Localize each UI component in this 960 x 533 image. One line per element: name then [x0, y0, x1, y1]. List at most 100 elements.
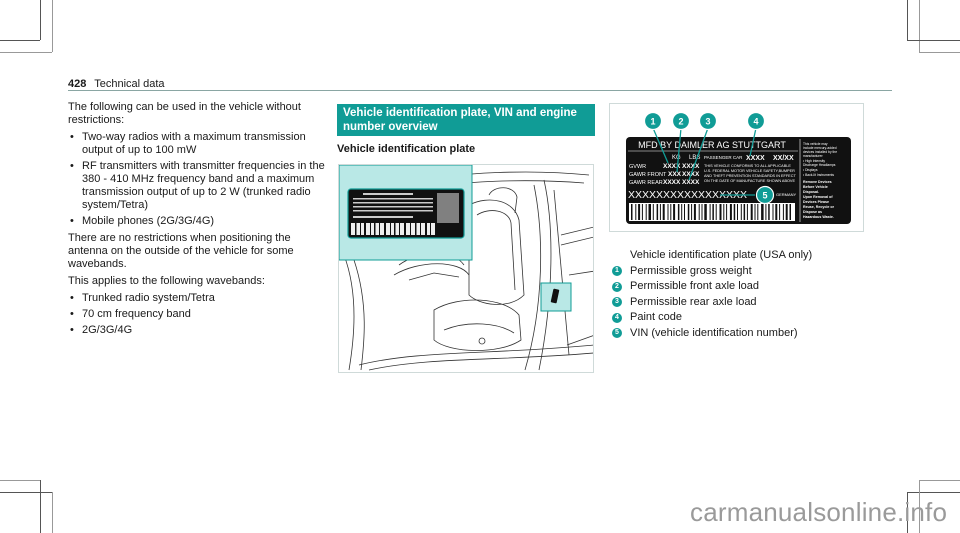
callout-3-icon — [698, 111, 718, 131]
plate-side-note: • High Intensity — [803, 159, 825, 163]
barcode-bar — [712, 204, 714, 220]
section-heading: Vehicle identification plate, VIN and en… — [337, 104, 595, 136]
barcode-bar — [733, 204, 736, 220]
wavebands-intro: This applies to the following wavebands: — [68, 275, 265, 287]
crop-mark — [0, 492, 52, 493]
crop-mark — [907, 40, 960, 41]
barcode-bar — [746, 204, 748, 220]
plate-side-warning: Remove Devices — [803, 180, 832, 184]
barcode-bar — [631, 204, 633, 220]
list-item: Two-way radios with a maximum transmissi… — [68, 131, 328, 157]
legend-item: 5 VIN (vehicle identification number) — [612, 326, 872, 342]
barcode-bar — [709, 204, 711, 220]
plate-side-warning: Reuse, Recycle or — [803, 205, 835, 209]
barcode-bar — [772, 204, 774, 220]
callout-number: 2 — [678, 117, 683, 127]
callout-4-icon — [746, 111, 766, 131]
crop-mark — [52, 492, 53, 533]
barcode-bar — [740, 204, 742, 220]
plate-row-lbs: XXXX — [682, 163, 700, 170]
barcode-bar — [652, 204, 654, 220]
plate-side-note: manufacturer: — [803, 154, 823, 158]
barcode-bar — [693, 204, 696, 220]
barcode-bar — [687, 204, 690, 220]
legend-caption: Vehicle identification plate (USA only) — [630, 249, 813, 261]
allowed-devices-list: Two-way radios with a maximum transmissi… — [68, 131, 328, 228]
crop-mark — [0, 480, 40, 481]
plate-side-warning: Devices Please — [803, 200, 829, 204]
callout-number: 1 — [650, 117, 655, 127]
crop-mark — [907, 492, 960, 493]
barcode-bar — [750, 204, 753, 220]
crop-mark — [40, 0, 41, 40]
legend-item: 1 Permissible gross weight — [612, 264, 872, 280]
plate-side-note: • Back-lit Instruments — [803, 173, 834, 177]
barcode-bar — [729, 204, 732, 220]
plate-paint-code: XXXX — [746, 155, 765, 162]
identification-plate-figure: MFD BY DAIMLER AG STUTTGART KG LBS PASSE… — [609, 103, 864, 232]
barcode-bar — [641, 204, 643, 220]
barcode-bar — [754, 204, 756, 220]
plate-row-kg: XXXX — [663, 179, 681, 186]
barcode-bar — [648, 204, 651, 220]
plate-row-label: GAWR FRONT — [629, 172, 667, 178]
number-2-icon: 2 — [612, 281, 622, 292]
crop-mark — [0, 40, 40, 41]
barcode-bar — [684, 204, 685, 220]
page-number: 428 — [68, 78, 87, 90]
plate-row-label: GAWR REAR — [629, 180, 663, 186]
barcode-bar — [775, 204, 778, 220]
plate-side-warning: Hazardous Waste. — [803, 215, 834, 219]
barcode-bar — [667, 204, 669, 220]
callout-number: 4 — [753, 117, 758, 127]
crop-mark — [907, 0, 908, 40]
legend-item: 3 Permissible rear axle load — [612, 295, 872, 311]
plate-conformity-line: U.S. FEDERAL MOTOR VEHICLE SAFETY,BUMPER — [704, 169, 795, 173]
barcode-bar — [681, 204, 683, 220]
legend-label: Permissible front axle load — [630, 280, 760, 292]
plate-side-note: • Displays — [803, 168, 818, 172]
crop-mark — [919, 52, 960, 53]
plate-row-label: GVWR — [629, 164, 646, 170]
plate-side-note: devices installed by the — [803, 150, 837, 154]
plate-side-warning: Disposal. — [803, 190, 819, 194]
barcode-bar — [662, 204, 665, 220]
crop-mark — [0, 52, 52, 53]
plate-conformity-line: ON THE DATE OF MANUFACTURE SHOWN ABOVE — [704, 179, 795, 183]
legend-label: Paint code — [630, 311, 682, 323]
plate-vin: XXXXXXXXXXXXXXXXX — [628, 189, 747, 201]
callout-number: 5 — [762, 191, 767, 201]
legend-label: Permissible gross weight — [630, 264, 752, 277]
crop-mark — [919, 480, 920, 533]
plate-conformity-line: AND THEFT PREVENTION STANDARDS IN EFFECT — [704, 174, 796, 178]
list-item: 2G/3G/4G — [68, 324, 328, 337]
plate-unit-lbs: LBS — [689, 155, 700, 161]
barcode-bar — [673, 204, 676, 220]
number-3-icon: 3 — [612, 297, 622, 308]
plate-side-note: include mercury-added — [803, 146, 837, 150]
list-item: Mobile phones (2G/3G/4G) — [68, 215, 328, 228]
number-4-icon: 4 — [612, 312, 622, 323]
barcode-bar — [715, 204, 717, 220]
sub-heading: Vehicle identification plate — [337, 143, 476, 155]
number-5-icon: 5 — [612, 328, 622, 339]
crop-mark — [919, 0, 920, 52]
barcode-bar — [743, 204, 746, 220]
callout-5-icon — [755, 185, 775, 205]
barcode-bar — [704, 204, 707, 220]
watermark: carmanualsonline.info — [690, 497, 948, 527]
barcode-bar — [768, 204, 770, 220]
vehicle-door-illustration — [338, 164, 594, 373]
list-item: Trunked radio system/Tetra — [68, 292, 328, 305]
plate-row-kg: XXX — [668, 171, 682, 178]
plate-side-note: Discharge Headlamps — [803, 163, 836, 167]
figure-legend: Vehicle identification plate (USA only) … — [612, 248, 872, 341]
list-item: 70 cm frequency band — [68, 308, 328, 321]
barcode-bar — [691, 204, 693, 220]
plate-row-lbs: XXXX — [682, 179, 700, 186]
antenna-paragraph: There are no restrictions when positioni… — [68, 232, 294, 270]
barcode-bar — [659, 204, 661, 220]
barcode-bar — [723, 204, 725, 220]
barcode-bar — [789, 204, 791, 220]
barcode-bar — [635, 204, 637, 220]
